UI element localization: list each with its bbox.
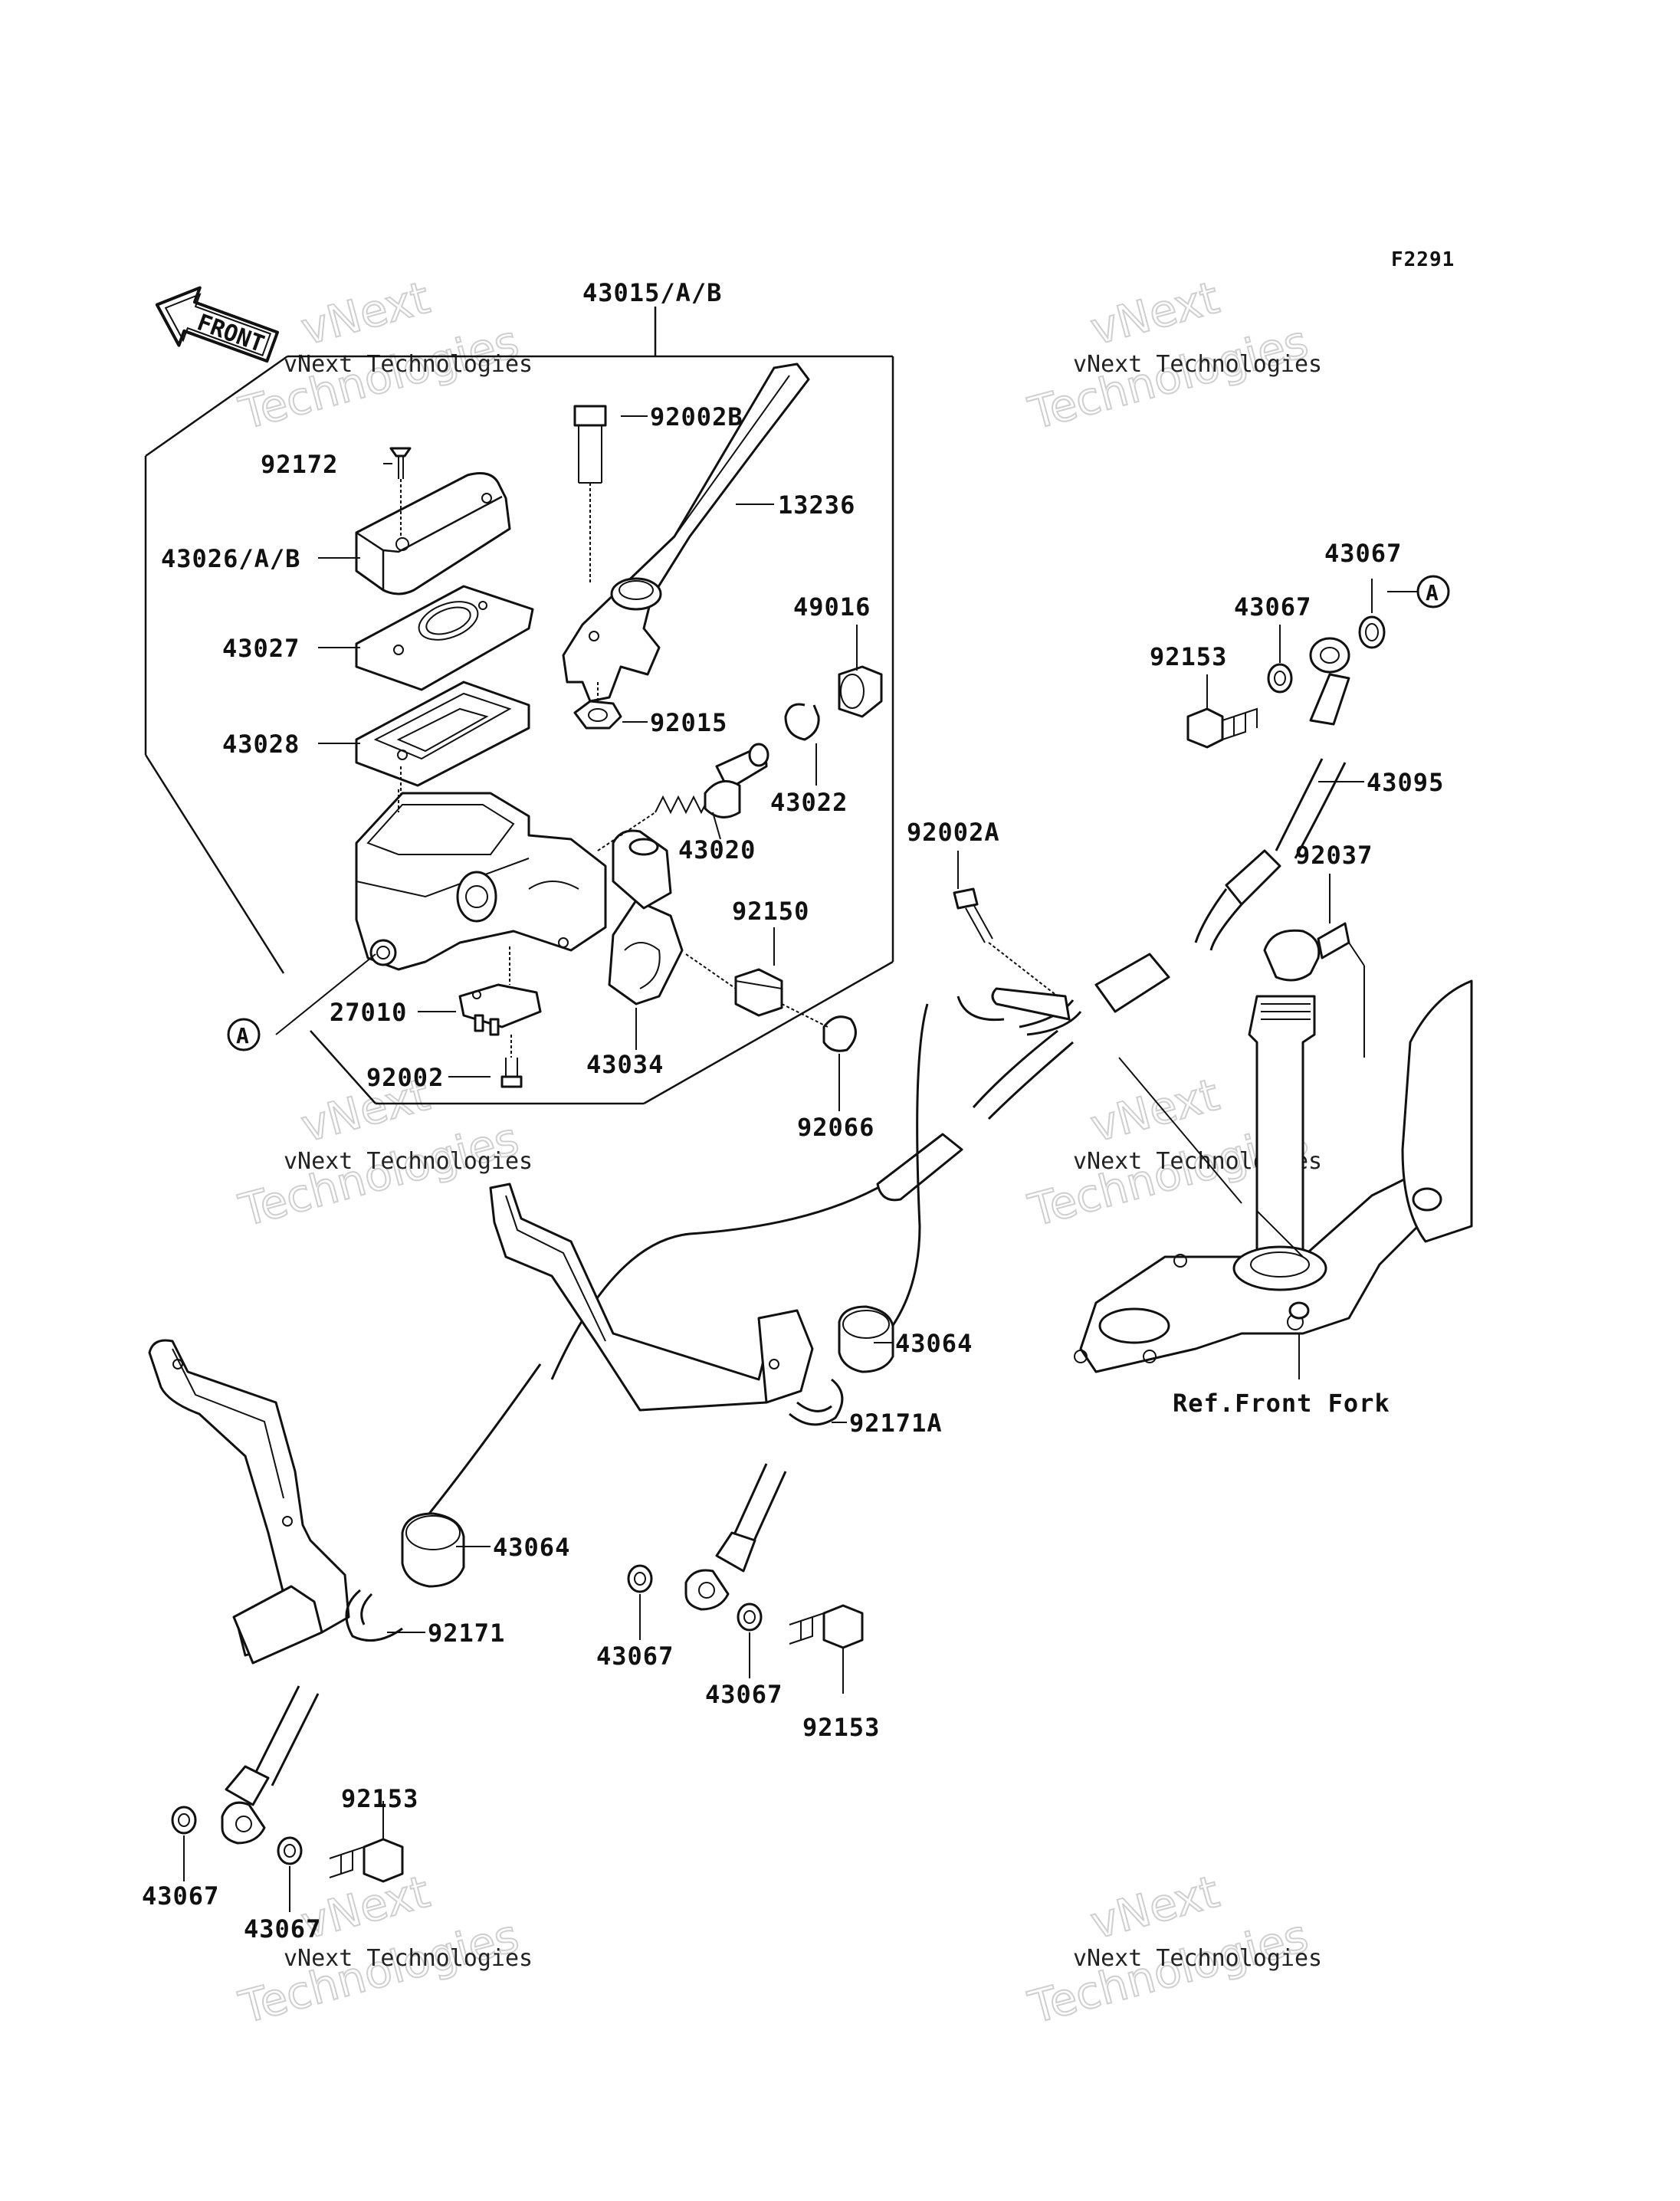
clamp	[608, 899, 684, 1005]
hose-bracket-center	[489, 1183, 814, 1412]
bolt-92150	[685, 953, 783, 1017]
label-43067-m1: 43067	[596, 1642, 674, 1671]
label-43067-b2: 43067	[244, 1914, 321, 1944]
label-43015: 43015/A/B	[582, 278, 722, 307]
group-bracket-43015	[144, 307, 894, 1105]
label-49016: 49016	[793, 592, 871, 622]
washer-43067-m2	[737, 1602, 763, 1632]
callout-a-right: A	[1416, 575, 1450, 608]
watermark-tr: vNext Technologies vNext Technologies	[1022, 271, 1322, 441]
label-92150: 92150	[732, 897, 809, 926]
union-fitting	[612, 829, 672, 910]
washer-43067-tr2	[1267, 663, 1293, 694]
label-92171A: 92171A	[849, 1409, 943, 1438]
svg-text:vNext Technologies: vNext Technologies	[1073, 351, 1322, 378]
dust-boot	[838, 665, 883, 718]
label-92002A: 92002A	[907, 818, 1000, 847]
screw-92172	[389, 447, 412, 536]
diaphragm-plate	[355, 585, 534, 691]
svg-text:vNext Technologies: vNext Technologies	[284, 351, 533, 378]
circlip	[784, 703, 820, 741]
label-92153-b: 92153	[341, 1784, 418, 1813]
label-43067-tr1: 43067	[1324, 539, 1402, 568]
washer-43067-b1	[171, 1806, 197, 1835]
label-43022: 43022	[770, 788, 848, 817]
label-92002B: 92002B	[650, 402, 743, 431]
label-43028: 43028	[222, 730, 300, 759]
label-92172: 92172	[261, 450, 338, 479]
label-43064-left: 43064	[493, 1533, 570, 1562]
label-43027: 43027	[222, 634, 300, 663]
washer-43067-b2	[277, 1836, 303, 1865]
bolt-92153-m	[789, 1604, 864, 1649]
banjo-lower-left	[221, 1685, 320, 1845]
label-92015: 92015	[650, 708, 727, 737]
label-43064-right: 43064	[895, 1329, 973, 1358]
watermark-bl: vNext Technologies vNext Technologies	[233, 1865, 533, 2035]
fitting-92037	[1263, 922, 1350, 982]
svg-text:A: A	[236, 1023, 250, 1048]
part-labels: 43015/A/B 92002B 92172 13236 43026/A/B 4…	[142, 278, 1444, 1944]
label-92037: 92037	[1295, 841, 1373, 870]
hose-lower	[428, 1363, 542, 1514]
screw-92002	[500, 1035, 523, 1088]
brake-switch	[458, 946, 542, 1036]
clamp-92171A	[789, 1378, 844, 1426]
pivot-bolt	[573, 405, 607, 582]
bolt-92153-b	[329, 1838, 404, 1883]
svg-text:vNext Technologies: vNext Technologies	[1073, 1945, 1322, 1972]
watermark-ml: vNext Technologies vNext Technologies	[233, 1068, 533, 1238]
bolt-92153-tr	[1186, 707, 1258, 749]
hose-joint	[956, 953, 1170, 1036]
callout-a-left: A	[227, 1018, 261, 1051]
svg-text:A: A	[1426, 580, 1439, 605]
label-92153-m: 92153	[802, 1713, 880, 1742]
diagram-code: F2291	[1391, 248, 1455, 271]
label-13236: 13236	[778, 490, 855, 520]
banjo-lower-middle	[684, 1463, 787, 1611]
front-arrow-icon: FRONT	[155, 286, 280, 363]
grommet-43064-left	[401, 1512, 465, 1588]
label-43067-m2: 43067	[705, 1680, 783, 1709]
washer-43067-tr1	[1358, 615, 1386, 649]
label-43067-tr2: 43067	[1234, 592, 1311, 622]
clamp-92171	[345, 1589, 403, 1642]
spring	[597, 743, 769, 851]
label-27010: 27010	[330, 998, 407, 1027]
nut-92015	[573, 682, 622, 730]
label-92002: 92002	[366, 1063, 444, 1092]
washer-43067-m1	[627, 1564, 653, 1593]
label-92066: 92066	[797, 1113, 874, 1142]
label-43026: 43026/A/B	[161, 544, 300, 573]
grommet-43064-right	[838, 1305, 894, 1373]
banjo-43095	[1194, 637, 1350, 951]
leader-lines	[183, 415, 1418, 1912]
hose-bracket-left	[148, 1339, 350, 1665]
bolt-92002A	[953, 887, 1058, 997]
master-cylinder-body	[355, 789, 607, 971]
label-92171: 92171	[428, 1619, 505, 1648]
svg-text:vNext Technologies: vNext Technologies	[284, 1945, 533, 1972]
front-fork-assembly	[1074, 979, 1473, 1373]
label-92153-tr: 92153	[1150, 642, 1227, 671]
watermark-br: vNext Technologies vNext Technologies	[1022, 1865, 1322, 2035]
cap-92066	[781, 1003, 857, 1052]
label-43020: 43020	[678, 835, 756, 864]
reservoir-cap	[355, 472, 511, 595]
brake-lever	[562, 362, 810, 703]
label-43095: 43095	[1367, 768, 1444, 797]
label-ref-front-fork: Ref.Front Fork	[1173, 1389, 1390, 1418]
label-43034: 43034	[586, 1050, 664, 1079]
label-43067-b1: 43067	[142, 1881, 219, 1911]
svg-text:vNext Technologies: vNext Technologies	[284, 1148, 533, 1175]
